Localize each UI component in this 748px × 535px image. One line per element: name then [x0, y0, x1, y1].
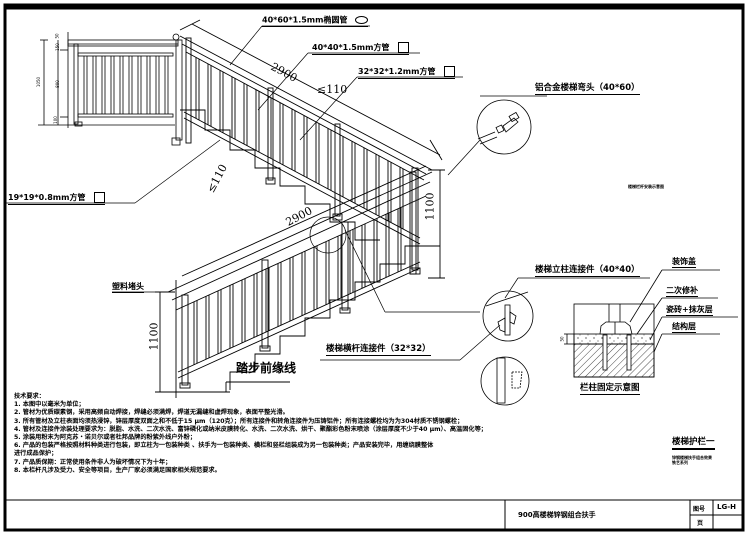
dim-elev-mid: 800 — [54, 80, 60, 88]
drawing-no: LG-H — [717, 503, 736, 511]
label-step-edge: 踏步前缘线 — [236, 361, 297, 375]
series-subtitle: 锌钢楼梯扶手组合效果 铁艺系列 — [672, 455, 712, 465]
square-tube-19-text: 19*19*0.8mm方管 — [8, 193, 86, 202]
notes-heading: 技术要求： — [14, 393, 45, 400]
rail-connector-detail — [480, 356, 530, 406]
technical-notes: 技术要求： 1. 本图中以毫米为单位； 2. 管材为优质碳素钢，采用高频自动焊接… — [14, 393, 664, 475]
dim-elev-total: 1050 — [36, 76, 42, 88]
label-square-tube-19: 19*19*0.8mm方管 — [8, 192, 106, 205]
label-rail-connector: 楼梯横杆连接件（32*32） — [326, 344, 431, 356]
square-tube-32-text: 32*32*1.2mm方管 — [358, 67, 436, 76]
leader-lines — [5, 25, 650, 361]
dim-elev-bottom: 100 — [52, 116, 58, 124]
label-decor-cover: 装饰盖 — [672, 257, 696, 268]
note-item: 3. 所有管材及立柱表面均须热浸锌，锌层厚度双面之和不低于15 μm（120克）… — [14, 417, 464, 425]
elbow-detail — [476, 99, 532, 155]
label-plastic-plug: 塑料堵头 — [112, 282, 144, 293]
side-elevation — [38, 32, 183, 146]
dim-elev-top: 150 — [54, 43, 60, 51]
series-title: 楼梯护栏一 — [672, 435, 715, 450]
square-section-icon — [444, 66, 456, 77]
lower-flight — [155, 165, 445, 398]
dim-elev-cap: 50 — [54, 33, 60, 39]
label-square-tube-32: 32*32*1.2mm方管 — [358, 66, 456, 79]
elliptic-tube-text: 40*60*1.5mm椭圆管 — [262, 15, 348, 25]
label-post-connector: 楼梯立柱连接件（40*40） — [535, 265, 640, 277]
note-item: 6. 产品的包装严格按照材料种类进行包装，即立柱为一包装种类 、扶手为一包装种类… — [14, 442, 434, 450]
label-structure-layer: 结构层 — [672, 322, 696, 333]
square-tube-40-text: 40*40*1.5mm方管 — [312, 43, 390, 52]
title-block — [5, 499, 743, 532]
drawing-no-label: 图号 — [693, 506, 706, 513]
post-connector-detail — [482, 290, 534, 342]
upper-detail-circle — [309, 216, 347, 254]
drawing-name: 900高楼梯锌钢组合扶手 — [518, 511, 596, 519]
small-caption: 楼梯栏杆安装示意图 — [628, 184, 664, 189]
note-item: 2. 管材为优质碳素钢，采用高频自动焊接，焊缝必须满焊，焊道无漏缝和虚焊现象，表… — [14, 409, 289, 417]
note-item: 进行成品保护； — [14, 450, 58, 458]
note-item: 1. 本图中以毫米为单位； — [14, 401, 85, 409]
ellipse-section-icon — [355, 16, 369, 24]
dim-base-thickness: 50 — [559, 336, 565, 342]
note-item: 5. 涂装用粉末为阿克苏・诺贝尔或者杜邦品牌的粉紫外线户外粉； — [14, 434, 197, 442]
square-section-icon — [398, 42, 410, 53]
note-item: 7. 产品质保期：正常使用条件非人为破坏情况下为十年； — [14, 458, 172, 466]
square-section-icon — [94, 192, 106, 203]
label-square-tube-40: 40*40*1.5mm方管 — [312, 42, 410, 55]
dim-height-right: 1100 — [423, 192, 437, 221]
note-item: 4. 管材及连接件涂装处理要求为：脱脂、水洗、二次水洗、富锌磷化或纳米皮膜转化、… — [14, 425, 487, 433]
dim-spacing-upper: ≤110 — [317, 83, 348, 96]
base-detail-title: 栏柱固定示意图 — [580, 383, 640, 395]
post-base-detail — [564, 269, 738, 378]
label-repair: 二次修补 — [666, 286, 698, 297]
note-item: 8. 本栏杆凡涉及受力、安全等项目，生产厂家必须满足国家相关规范要求。 — [14, 466, 221, 474]
label-tile-layer: 瓷砖+抹灰层 — [666, 305, 713, 316]
page-label: 页 — [697, 520, 704, 527]
dim-height-left: 1100 — [147, 322, 161, 351]
label-elliptic-tube: 40*60*1.5mm椭圆管 — [262, 15, 369, 27]
label-elbow: 铝合金楼梯弯头（40*60） — [535, 83, 640, 95]
